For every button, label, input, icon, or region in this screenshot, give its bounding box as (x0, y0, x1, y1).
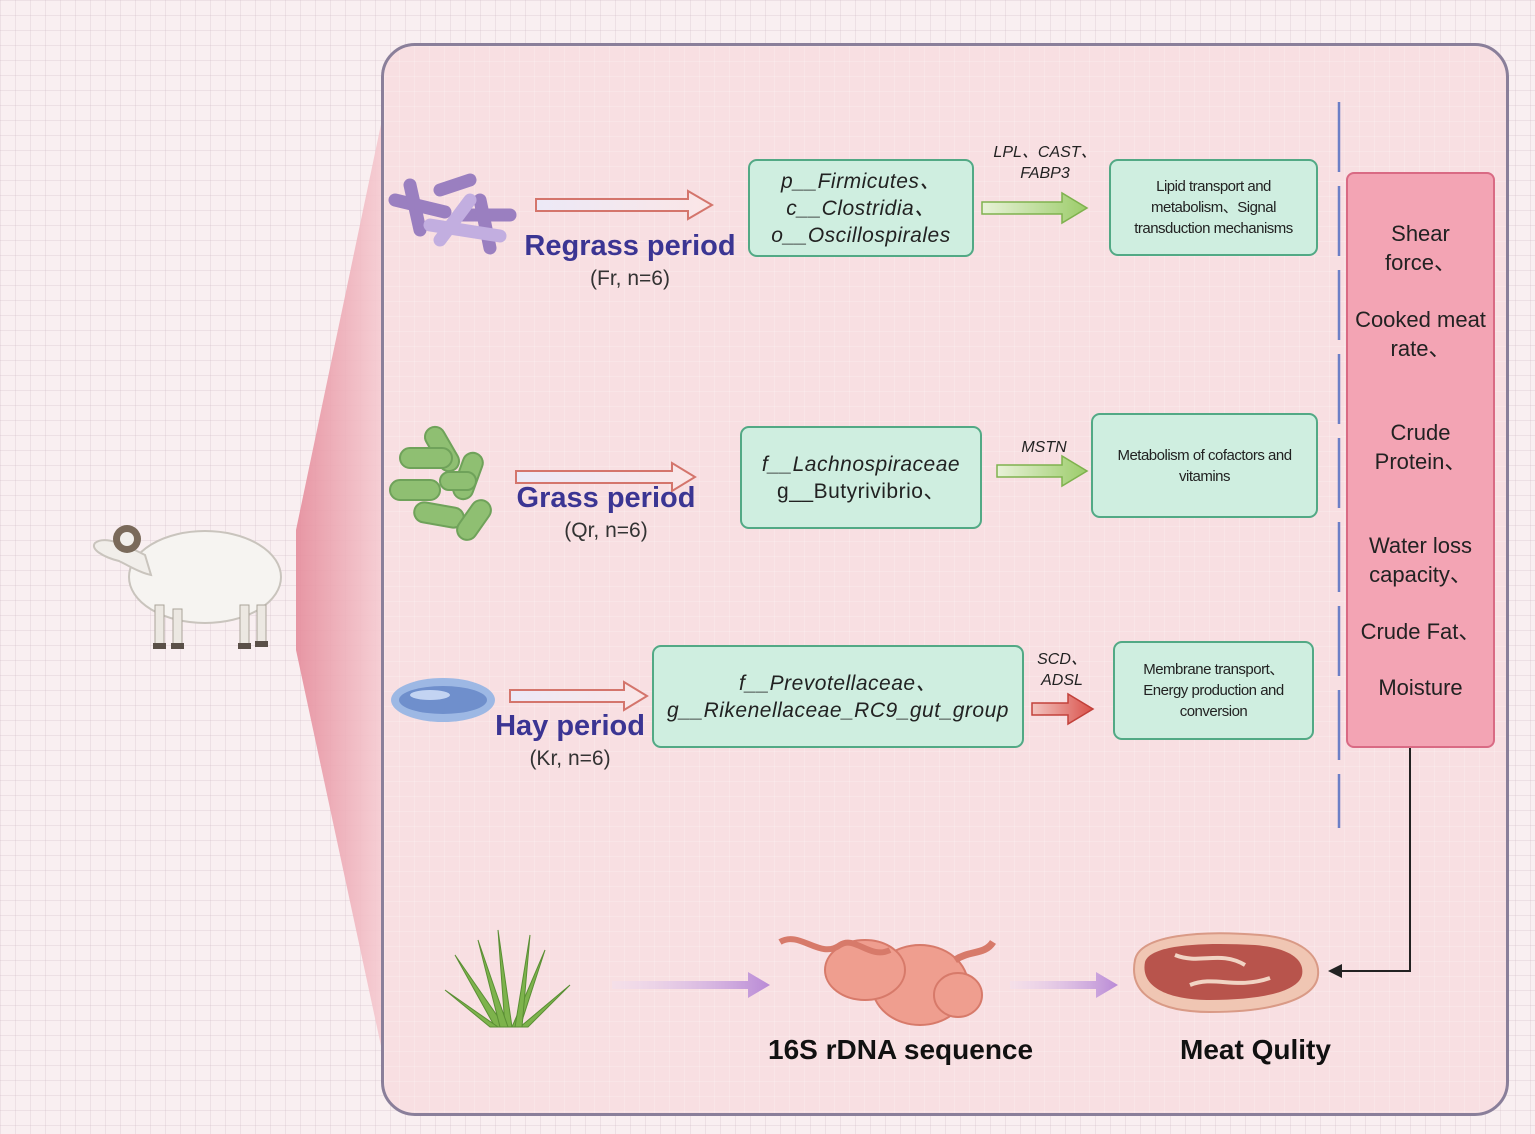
function-line: Metabolism of cofactors and (1117, 446, 1292, 464)
sequence-label: 16S rDNA sequence (768, 1034, 1034, 1065)
quality-line: Cooked meat (1355, 307, 1486, 332)
period-sub: (Fr, n=6) (590, 267, 670, 290)
meat-icon (1133, 932, 1320, 1014)
function-line: Lipid transport and (1156, 178, 1271, 195)
quality-item-water-loss: Water loss capacity、 (1348, 531, 1493, 589)
period-grass: Grass period (Qr, n=6) (476, 482, 736, 543)
taxa-box-hay: f__Prevotellaceae、 g__Rikenellaceae_RC9_… (652, 645, 1024, 748)
function-line: conversion (1179, 703, 1248, 720)
gene-line: LPL、CAST、 (993, 144, 1097, 161)
bacteria-icon-grass (389, 425, 492, 541)
meat-quality-box: Shear force、 Cooked meat rate、 Crude Pro… (1346, 172, 1495, 748)
function-line: metabolism、Signal (1151, 199, 1276, 216)
bottom-arrow-2 (1010, 972, 1118, 998)
intestine-icon (778, 936, 996, 1026)
quality-item-shear-force: Shear force、 (1348, 219, 1493, 277)
gene-label-1: LPL、CAST、 FABP3 (990, 142, 1100, 184)
taxa-line: g__Butyrivibrio、 (777, 479, 945, 503)
function-box-2: Metabolism of cofactors and vitamins (1091, 413, 1318, 518)
period-hay: Hay period (Kr, n=6) (440, 710, 700, 771)
taxa-box-regrass: p__Firmicutes、 c__Clostridia、 o__Oscillo… (748, 159, 974, 257)
period-sub: (Kr, n=6) (529, 747, 611, 770)
quality-line: capacity、 (1369, 562, 1472, 587)
sheep-icon (92, 525, 282, 649)
period-sub: (Qr, n=6) (564, 519, 648, 542)
taxa-box-grass: f__Lachnospiraceae g__Butyrivibrio、 (740, 426, 982, 529)
gene-arrow-2 (996, 454, 1089, 488)
quality-line: Crude (1390, 420, 1451, 445)
quality-line: Crude Fat、 (1360, 619, 1481, 644)
quality-line: Water loss (1368, 533, 1473, 558)
function-box-1: Lipid transport and metabolism、Signal tr… (1109, 159, 1318, 256)
arrow-grass (515, 461, 697, 493)
period-name: Grass period (516, 482, 696, 514)
quality-item-moisture: Moisture (1348, 673, 1493, 702)
meat-quality-label: Meat Qulity (1180, 1034, 1331, 1065)
quality-connector (1332, 748, 1411, 972)
gene-line: SCD、 (1037, 651, 1087, 668)
quality-item-crude-protein: Crude Protein、 (1348, 418, 1493, 476)
period-regrass: Regrass period (Fr, n=6) (500, 230, 760, 291)
quality-item-cooked-meat-rate: Cooked meat rate、 (1348, 305, 1493, 363)
arrow-hay (509, 680, 649, 712)
bacteria-icon-hay (391, 678, 495, 722)
gene-line: ADSL (1041, 672, 1083, 689)
taxa-line: c__Clostridia、 (786, 196, 936, 220)
taxa-line: g__Rikenellaceae_RC9_gut_group (667, 698, 1009, 722)
quality-line: rate、 (1390, 336, 1451, 361)
function-line: Energy production and (1143, 682, 1284, 699)
function-line: Membrane transport、 (1143, 661, 1284, 678)
gene-line: FABP3 (1020, 165, 1070, 182)
arrow-regrass (535, 189, 714, 221)
gene-line: MSTN (1021, 439, 1067, 456)
quality-line: Protein、 (1374, 449, 1467, 474)
gene-label-3: SCD、 ADSL (1030, 649, 1094, 691)
period-name: Regrass period (524, 230, 736, 262)
quality-line: force、 (1385, 250, 1456, 275)
function-line: vitamins (1178, 467, 1231, 485)
taxa-line: f__Prevotellaceae、 (738, 671, 938, 695)
quality-item-crude-fat: Crude Fat、 (1348, 617, 1493, 646)
taxa-line: p__Firmicutes、 (781, 169, 941, 193)
taxa-line: o__Oscillospirales (771, 223, 951, 247)
bacteria-icon-regrass (388, 173, 517, 255)
gene-arrow-3 (1031, 692, 1095, 726)
bottom-arrow-1 (612, 972, 770, 998)
function-line: transduction mechanisms (1134, 220, 1293, 237)
period-name: Hay period (495, 710, 645, 742)
quality-line: Moisture (1378, 675, 1463, 700)
taxa-line: f__Lachnospiraceae (761, 452, 961, 476)
function-box-3: Membrane transport、 Energy production an… (1113, 641, 1314, 740)
gene-arrow-1 (981, 191, 1089, 225)
gene-label-2: MSTN (1008, 437, 1080, 458)
grass-icon (444, 929, 571, 1028)
quality-line: Shear (1391, 221, 1450, 246)
